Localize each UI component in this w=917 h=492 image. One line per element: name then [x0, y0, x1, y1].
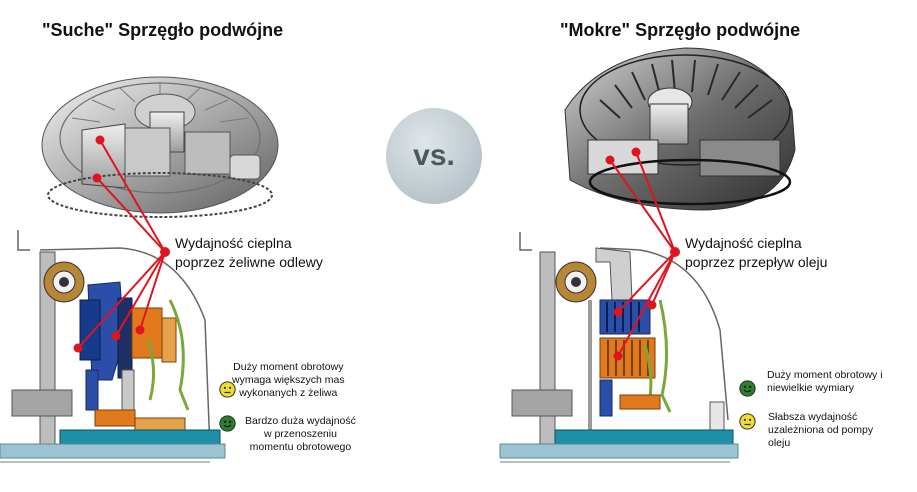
neutral-face-icon	[739, 413, 756, 430]
vs-label: vs.	[413, 139, 455, 172]
dry-note-2-line3: momentu obrotowego	[249, 441, 352, 453]
wet-clutch-section	[499, 232, 739, 463]
dry-note-2: Bardzo duża wydajność w przenoszeniu mom…	[245, 415, 356, 454]
wet-heat-callout-line2: poprzez przepływ oleju	[685, 254, 828, 270]
wet-clutch-render	[564, 47, 796, 211]
wet-note-1: Duży moment obrotowy i niewielkie wymiar…	[767, 369, 883, 395]
wet-note-1-line2: niewielkie wymiary	[767, 382, 854, 394]
neutral-face-icon	[219, 381, 236, 398]
wet-heat-callout-line1: Wydajność cieplna	[685, 235, 802, 251]
dry-note-2-line2: w przenoszeniu	[263, 428, 337, 440]
dry-note-1: Duży moment obrotowy wymaga większych ma…	[232, 361, 345, 400]
dry-note-1-line1: Duży moment obrotowy	[233, 361, 344, 373]
wet-clutch-title: "Mokre" Sprzęgło podwójne	[560, 20, 801, 40]
dry-heat-callout: Wydajność cieplna poprzez żeliwne odlewy	[175, 234, 323, 272]
dry-clutch-title: "Suche" Sprzęgło podwójne	[42, 20, 284, 40]
dry-clutch-section	[0, 230, 226, 463]
dry-note-1-line3: wykonanych z żeliwa	[239, 387, 338, 399]
dry-heat-callout-line1: Wydajność cieplna	[175, 235, 292, 251]
wet-note-1-line1: Duży moment obrotowy i	[767, 369, 883, 381]
wet-note-2-line3: oleju	[768, 437, 791, 449]
dry-note-1-line2: wymaga większych mas	[232, 374, 345, 386]
happy-face-icon	[739, 380, 756, 397]
wet-note-2-line2: uzależniona od pompy	[768, 424, 874, 436]
dry-pointer-lines	[73, 135, 170, 353]
dry-clutch-render	[41, 76, 279, 218]
wet-note-2: Słabsza wydajność uzależniona od pompy o…	[768, 411, 873, 450]
wet-heat-callout: Wydajność cieplna poprzez przepływ oleju	[685, 234, 827, 272]
happy-face-icon	[219, 415, 236, 432]
wet-pointer-lines	[605, 147, 680, 361]
dry-heat-callout-line2: poprzez żeliwne odlewy	[175, 254, 323, 270]
dry-note-2-line1: Bardzo duża wydajność	[245, 415, 356, 427]
vs-badge: vs.	[386, 108, 482, 204]
wet-note-2-line1: Słabsza wydajność	[768, 411, 858, 423]
